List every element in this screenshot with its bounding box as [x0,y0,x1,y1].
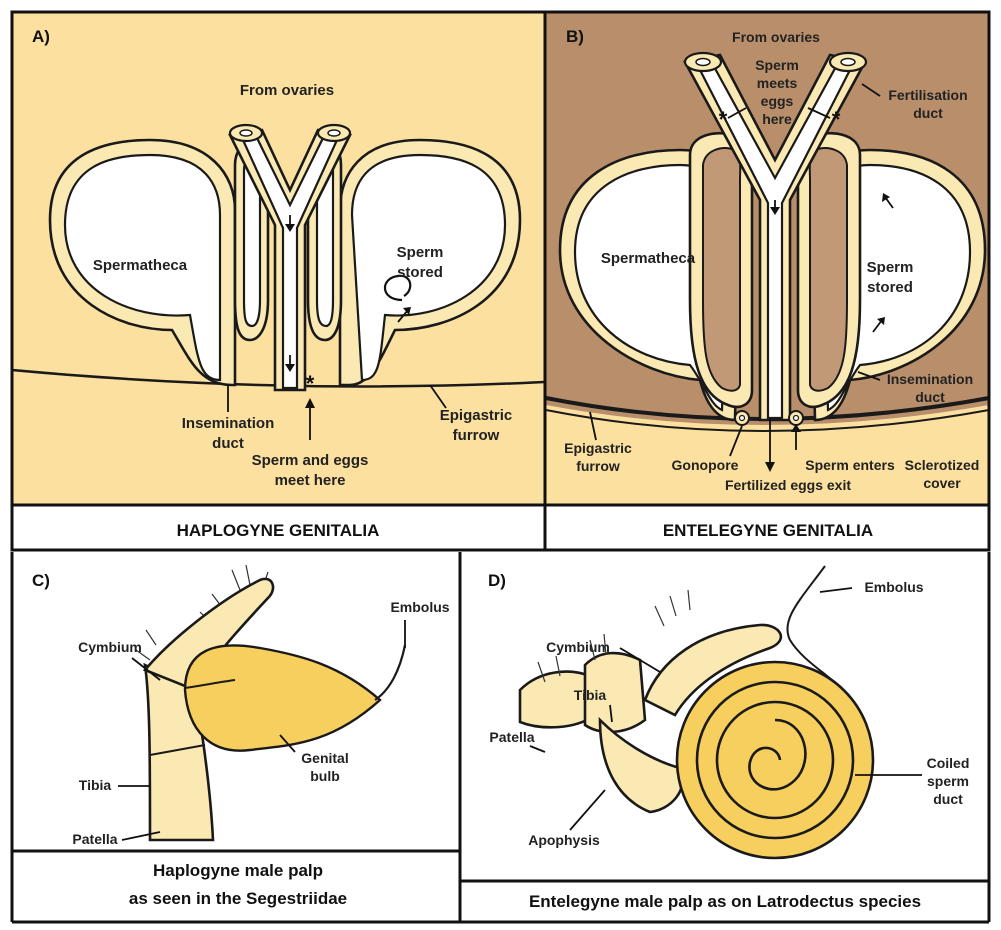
label-cymbium-c: Cymbium [78,639,142,655]
label-sclerotized-b-2: cover [923,475,961,491]
caption-c-2: as seen in the Segestriidae [129,889,347,908]
label-epigastric-a-1: Epigastric [440,407,513,424]
label-from-ovaries-a: From ovaries [240,82,334,99]
asterisk-b-left: * [719,107,728,132]
panel-d-letter: D) [488,571,506,590]
panel-b: * * B) From ovaries Sperm meets eggs her… [546,12,989,504]
label-patella-c: Patella [72,831,117,847]
label-meets-b-3: eggs [761,93,794,109]
panel-a-letter: A) [32,27,50,46]
label-sclerotized-b-1: Sclerotized [905,457,980,473]
label-meet-a-2: meet here [275,472,346,489]
label-meets-b-1: Sperm [755,57,799,73]
label-sperm-stored-a-2: stored [397,264,443,281]
panel-b-letter: B) [566,27,584,46]
panel-c: C) Embolus Cymbium Genital bulb Tibia Pa… [14,552,458,850]
label-spermatheca-a: Spermatheca [93,257,188,274]
caption-b: ENTELEGYNE GENITALIA [663,521,873,540]
label-epigastric-a-2: furrow [453,427,500,444]
label-embolus-d: Embolus [864,579,923,595]
label-from-ovaries-b: From ovaries [732,29,820,45]
label-genital-c-1: Genital [301,750,348,766]
label-gonopore-b: Gonopore [672,457,739,473]
gonopore-left-inner-b [740,416,745,421]
label-coiled-d-1: Coiled [927,755,970,771]
caption-c-1: Haplogyne male palp [153,861,323,880]
label-tibia-d: Tibia [574,687,607,703]
label-sperm-stored-b-2: stored [867,279,913,296]
label-coiled-d-3: duct [933,791,963,807]
panel-a: * A) From ovaries Spermatheca Sperm stor… [12,12,544,504]
label-meets-b-2: meets [757,75,798,91]
label-genital-c-2: bulb [310,768,340,784]
label-insemination-b-1: Insemination [887,371,973,387]
label-cymbium-d: Cymbium [546,639,610,655]
caption-d: Entelegyne male palp as on Latrodectus s… [529,892,921,911]
gonopore-right-inner-b [794,416,799,421]
asterisk-b-right: * [832,107,841,132]
label-coiled-d-2: sperm [927,773,969,789]
coiled-sperm-duct-d [677,662,873,858]
label-sperm-stored-b-1: Sperm [867,259,914,276]
asterisk-a: * [306,371,315,396]
panel-c-letter: C) [32,571,50,590]
label-fertilisation-b-1: Fertilisation [888,87,967,103]
label-spermatheca-b: Spermatheca [601,250,696,267]
panel-d: D) Embolus Cymbium Tibia Patella Coiled … [462,558,989,880]
label-tibia-c: Tibia [79,777,112,793]
label-epigastric-b-1: Epigastric [564,440,632,456]
label-insemination-a-1: Insemination [182,415,275,432]
label-epigastric-b-2: furrow [576,458,620,474]
label-sperm-enters-b: Sperm enters [805,457,895,473]
caption-a: HAPLOGYNE GENITALIA [177,521,380,540]
label-meet-a-1: Sperm and eggs [252,452,369,469]
label-fertilisation-b-2: duct [913,105,943,121]
label-embolus-c: Embolus [390,599,449,615]
label-sperm-stored-a-1: Sperm [397,244,444,261]
label-patella-d: Patella [489,729,534,745]
label-insemination-b-2: duct [915,389,945,405]
label-insemination-a-2: duct [212,435,244,452]
label-meets-b-4: here [762,111,792,127]
label-fertilized-exit-b: Fertilized eggs exit [725,477,851,493]
label-apophysis-d: Apophysis [528,832,600,848]
